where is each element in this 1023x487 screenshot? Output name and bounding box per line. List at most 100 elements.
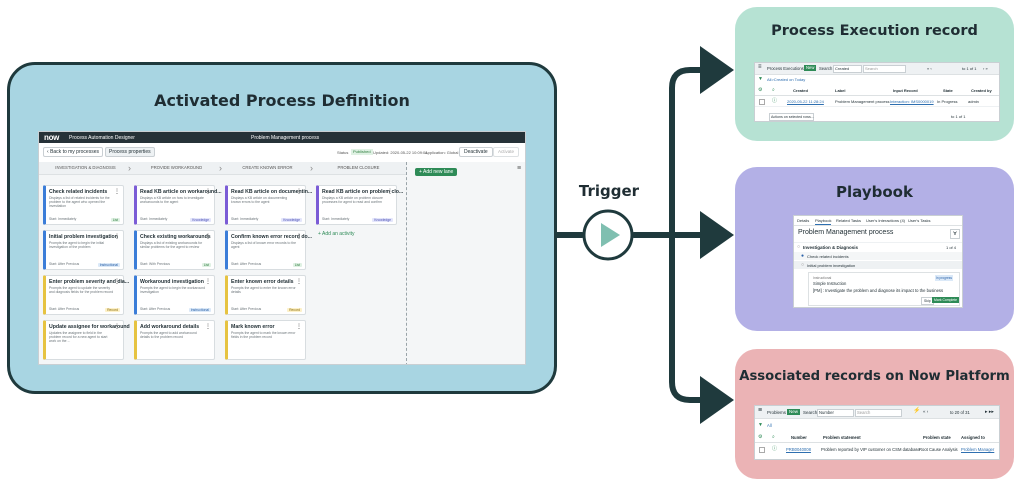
- settings-icon[interactable]: ≡: [517, 165, 522, 172]
- hamburger-icon[interactable]: ≡: [758, 407, 763, 414]
- add-activity-link[interactable]: + Add an activity: [318, 231, 355, 237]
- activity-card[interactable]: Workaround investigation⋮Prompts the age…: [134, 275, 215, 315]
- table-row[interactable]: ⓘ PRB0040008 Problem reported by VIP cus…: [755, 444, 999, 454]
- card-start: Start: After Previous: [49, 307, 80, 311]
- more-menu-icon[interactable]: ⋮: [114, 234, 120, 240]
- lane-header[interactable]: PROBLEM CLOSURE: [337, 165, 380, 170]
- tab-playbook[interactable]: Playbook: [815, 218, 832, 225]
- activity-card[interactable]: Update assignee for workaround⋮Updates t…: [43, 320, 130, 360]
- hamburger-icon[interactable]: ≡: [758, 64, 762, 70]
- lane-header[interactable]: CREATE KNOWN ERROR: [242, 165, 293, 170]
- table-row[interactable]: ⓘ 2020-05-22 11:28:24 Problem Management…: [755, 97, 999, 107]
- play-trigger-icon[interactable]: [582, 209, 634, 261]
- card-start: Start: After Previous: [231, 262, 262, 266]
- activity-icon[interactable]: ⚡: [913, 408, 921, 414]
- filter-icon[interactable]: ▼: [758, 422, 763, 428]
- back-button[interactable]: ‹ Back to my processes: [43, 147, 103, 157]
- filter-breadcrumb[interactable]: All: [767, 423, 772, 428]
- more-menu-icon[interactable]: ⋮: [387, 189, 393, 195]
- activity-card[interactable]: Check related incidents⋮Displays a list …: [43, 185, 124, 225]
- deactivate-button[interactable]: Deactivate: [459, 147, 493, 157]
- process-properties-button[interactable]: Process properties: [105, 147, 155, 157]
- search-field-select[interactable]: Number: [817, 409, 854, 417]
- more-menu-icon[interactable]: ⋮: [296, 234, 302, 240]
- info-icon[interactable]: ⓘ: [772, 446, 778, 452]
- pager-prev-icon[interactable]: « ‹: [923, 409, 929, 414]
- lane-header[interactable]: PROVIDE WORKAROUND: [150, 165, 203, 170]
- pager-prev-icon[interactable]: « ‹: [927, 66, 932, 71]
- more-menu-icon[interactable]: ⋮: [205, 189, 211, 195]
- gear-icon[interactable]: ⚙: [758, 434, 763, 440]
- column-problem-state[interactable]: Problem state: [923, 435, 951, 440]
- more-menu-icon[interactable]: ⋮: [114, 324, 120, 330]
- more-menu-icon[interactable]: ⋮: [296, 189, 302, 195]
- card-description: Prompts the agent to begin the initial i…: [49, 241, 105, 249]
- tab-related-tasks[interactable]: Related Tasks: [836, 218, 862, 223]
- activity-row[interactable]: ● Check related incidents: [794, 252, 962, 260]
- activity-card[interactable]: Check existing workarounds⋮Displays a li…: [134, 230, 215, 270]
- app-name: Process Automation Designer: [69, 135, 135, 141]
- search-field-select[interactable]: Created: [833, 65, 862, 73]
- cell-problem-statement: Problem reported by VIP customer on CSM …: [821, 447, 920, 452]
- card-title: Read KB article on workaround...: [140, 189, 222, 195]
- column-input-record[interactable]: Input Record: [893, 88, 918, 93]
- column-label[interactable]: Label: [835, 88, 846, 93]
- activity-card[interactable]: Enter known error details⋮Prompts the ag…: [225, 275, 306, 315]
- more-menu-icon[interactable]: ⋮: [296, 324, 302, 330]
- more-menu-icon[interactable]: ⋮: [205, 324, 211, 330]
- column-created-by[interactable]: Created by: [971, 88, 992, 93]
- card-title: Read KB article on documentin...: [231, 189, 313, 195]
- pager-next-icon[interactable]: › »: [983, 66, 988, 71]
- gear-icon[interactable]: ⚙: [758, 87, 763, 93]
- activity-card[interactable]: Read KB article on documentin...⋮Display…: [225, 185, 312, 225]
- app-header-bar: now Process Automation Designer Problem …: [39, 132, 525, 143]
- activity-card[interactable]: Enter problem severity and dia...⋮Prompt…: [43, 275, 129, 315]
- lane-header[interactable]: INVESTIGATION & DIAGNOSIS: [55, 165, 116, 170]
- activate-button[interactable]: Activate: [493, 147, 520, 157]
- more-menu-icon[interactable]: ⋮: [114, 279, 120, 285]
- activity-card[interactable]: Confirm known error record do...⋮Display…: [225, 230, 312, 270]
- card-kind: Instructional: [813, 276, 832, 280]
- column-state[interactable]: State: [943, 88, 953, 93]
- cell-input-record[interactable]: Interaction: IMS0000019: [890, 99, 934, 104]
- column-created[interactable]: Created: [793, 88, 808, 93]
- lane-row[interactable]: ○ Investigation & Diagnosis 1 of 4: [794, 242, 962, 252]
- row-checkbox[interactable]: [759, 99, 765, 105]
- tab-users-tasks[interactable]: User's Tasks: [908, 218, 931, 223]
- tab-interactions[interactable]: User's Interactions (4): [866, 218, 905, 223]
- cell-assigned-to[interactable]: Problem Manager: [961, 447, 995, 452]
- activity-card[interactable]: Read KB article on problem clo...⋮Displa…: [316, 185, 403, 225]
- search-input[interactable]: Search: [855, 409, 902, 417]
- filter-icon[interactable]: ▼: [758, 76, 763, 82]
- pager-next-icon[interactable]: ▸ ▸▸: [985, 409, 994, 415]
- mark-complete-button[interactable]: Mark Complete: [932, 297, 959, 303]
- more-menu-icon[interactable]: ⋮: [205, 234, 211, 240]
- new-button[interactable]: New: [804, 65, 817, 71]
- info-icon[interactable]: ⓘ: [772, 98, 778, 104]
- new-button[interactable]: New: [787, 409, 801, 415]
- search-input[interactable]: Search: [863, 65, 906, 73]
- activity-row[interactable]: ○ Initial problem investigation: [794, 261, 962, 269]
- column-number[interactable]: Number: [791, 435, 807, 440]
- column-problem-statement[interactable]: Problem statement: [823, 435, 861, 440]
- cell-created[interactable]: 2020-05-22 11:28:24: [787, 99, 824, 104]
- activity-card[interactable]: Read KB article on workaround...⋮Display…: [134, 185, 222, 225]
- activity-card[interactable]: Initial problem investigation⋮Prompts th…: [43, 230, 124, 270]
- page-text: to 20 of 31: [950, 410, 970, 415]
- add-new-lane-button[interactable]: + Add new lane: [415, 168, 458, 176]
- cell-number[interactable]: PRB0040008: [786, 447, 811, 452]
- more-menu-icon[interactable]: ⋮: [296, 279, 302, 285]
- actions-select[interactable]: Actions on selected rows...: [769, 113, 814, 121]
- activity-card[interactable]: Mark known error⋮Prompts the agent to ma…: [225, 320, 306, 360]
- search-icon[interactable]: ⌕: [772, 434, 775, 440]
- filter-icon[interactable]: ∀: [950, 229, 960, 239]
- search-icon[interactable]: ⌕: [772, 87, 775, 93]
- chevron-right-icon: ›: [128, 163, 131, 173]
- more-menu-icon[interactable]: ⋮: [205, 279, 211, 285]
- filter-breadcrumb[interactable]: All>Created on Today: [767, 77, 806, 82]
- tab-details[interactable]: Details: [797, 218, 810, 223]
- row-checkbox[interactable]: [759, 447, 765, 453]
- column-assigned-to[interactable]: Assigned to: [961, 435, 985, 440]
- activity-card[interactable]: Add workaround details⋮Prompts the agent…: [134, 320, 215, 360]
- more-menu-icon[interactable]: ⋮: [114, 189, 120, 195]
